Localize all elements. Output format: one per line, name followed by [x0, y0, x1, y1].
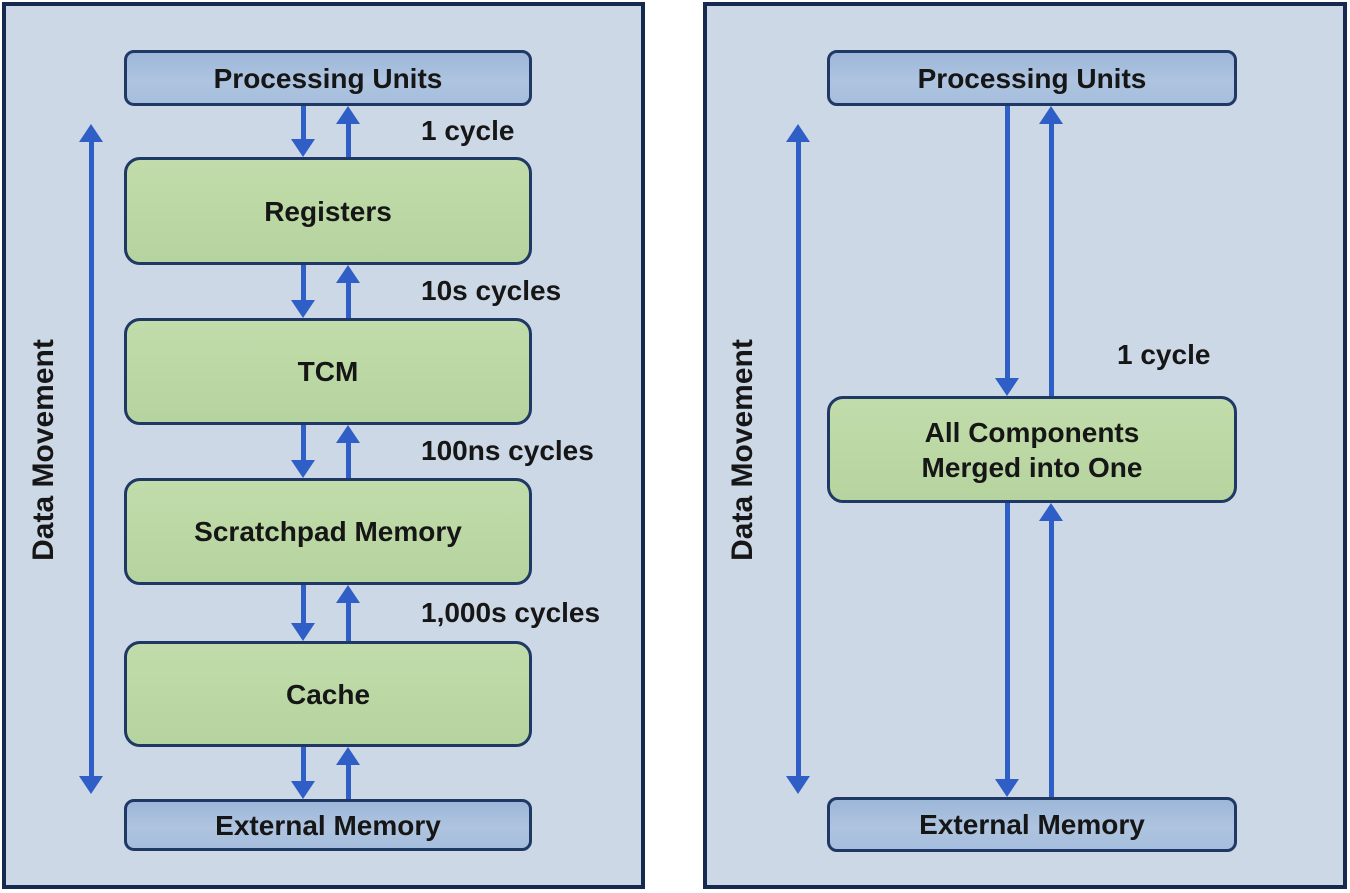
- node-label-line1: All Components: [924, 416, 1140, 448]
- node-scratchpad-memory: Scratchpad Memory: [124, 478, 532, 585]
- data-movement-label: Data Movement: [27, 339, 60, 561]
- node-cache: Cache: [124, 641, 532, 747]
- right-panel-merged-architecture: Data Movement Processing Units 1 cycle A…: [703, 2, 1347, 889]
- data-movement-double-arrow: [785, 124, 811, 794]
- node-registers: Registers: [124, 157, 532, 265]
- latency-label-10s-cycles: 10s cycles: [421, 275, 562, 306]
- node-label: External Memory: [919, 809, 1145, 840]
- up-arrow-external-memory-to-merged: [1038, 503, 1064, 797]
- up-arrow-tcm-to-registers: [335, 265, 361, 318]
- down-arrow-pu-to-registers: [290, 106, 316, 157]
- node-label: TCM: [297, 356, 359, 387]
- up-arrow-scratchpad-to-tcm: [335, 425, 361, 478]
- down-arrow-registers-to-tcm: [290, 265, 316, 318]
- down-arrow-pu-to-merged: [994, 106, 1020, 396]
- node-label: Processing Units: [213, 62, 443, 94]
- node-processing-units: Processing Units: [124, 50, 532, 106]
- latency-label-100ns-cycles: 100ns cycles: [421, 435, 594, 466]
- node-label: Registers: [264, 195, 392, 227]
- node-external-memory: External Memory: [827, 797, 1237, 852]
- node-external-memory: External Memory: [124, 799, 532, 851]
- up-arrow-registers-to-pu: [335, 106, 361, 157]
- up-arrow-external-memory-to-cache: [335, 747, 361, 799]
- down-arrow-scratchpad-to-cache: [290, 585, 316, 641]
- node-label: External Memory: [215, 809, 441, 841]
- node-tcm: TCM: [124, 318, 532, 425]
- left-panel-memory-hierarchy: Data Movement Processing Units 1 cycle R…: [2, 2, 645, 889]
- up-arrow-cache-to-scratchpad: [335, 585, 361, 641]
- node-label: Processing Units: [917, 62, 1147, 94]
- node-label: Scratchpad Memory: [194, 516, 462, 547]
- down-arrow-tcm-to-scratchpad: [290, 425, 316, 478]
- down-arrow-cache-to-external-memory: [290, 747, 316, 799]
- down-arrow-merged-to-external-memory: [994, 503, 1020, 797]
- node-processing-units: Processing Units: [827, 50, 1237, 106]
- latency-label-1-cycle: 1 cycle: [421, 115, 515, 146]
- latency-label-1-cycle: 1 cycle: [1117, 339, 1211, 370]
- latency-label-1000s-cycles: 1,000s cycles: [421, 597, 601, 628]
- up-arrow-merged-to-pu: [1038, 106, 1064, 396]
- node-label: Cache: [285, 678, 371, 710]
- data-movement-double-arrow: [78, 124, 104, 794]
- data-movement-label: Data Movement: [726, 339, 759, 561]
- node-label-line2: Merged into One: [921, 451, 1143, 483]
- node-all-components-merged: All Components Merged into One: [827, 396, 1237, 503]
